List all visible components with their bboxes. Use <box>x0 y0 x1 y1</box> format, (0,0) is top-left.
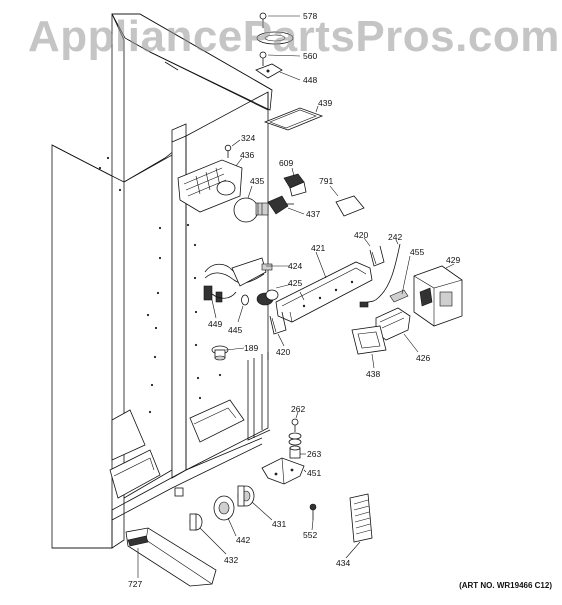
callout-189: 189 <box>244 343 258 353</box>
part-263-bushing[interactable] <box>289 445 301 459</box>
part-429-cover-box[interactable] <box>413 265 463 327</box>
callout-242: 242 <box>388 232 402 242</box>
part-727-kickplate[interactable] <box>125 527 217 587</box>
part-578-screw[interactable] <box>259 12 267 28</box>
part-438-display[interactable] <box>351 325 387 355</box>
part-609-switch[interactable] <box>283 173 307 197</box>
part-426-control-board[interactable] <box>375 307 411 341</box>
callout-552: 552 <box>303 530 317 540</box>
part-436-light-housing[interactable] <box>177 159 243 213</box>
refrigerator-cabinet <box>51 13 273 549</box>
callout-426: 426 <box>416 353 430 363</box>
callout-432: 432 <box>224 555 238 565</box>
part-420-bracket-lower[interactable] <box>269 311 287 335</box>
part-424-wire-harness[interactable] <box>203 257 273 303</box>
part-451-bottom-hinge[interactable] <box>261 457 305 485</box>
callout-437: 437 <box>306 209 320 219</box>
callout-435: 435 <box>250 176 264 186</box>
part-324-screw[interactable] <box>224 144 232 158</box>
callout-420-upper: 420 <box>354 230 368 240</box>
part-560-screw[interactable] <box>259 51 267 66</box>
callout-424: 424 <box>288 261 302 271</box>
part-439-light-cover[interactable] <box>263 107 324 131</box>
callout-560: 560 <box>303 51 317 61</box>
part-455-connector[interactable] <box>389 289 409 303</box>
callout-439: 439 <box>318 98 332 108</box>
part-552-screw[interactable] <box>309 503 317 520</box>
callout-324: 324 <box>241 133 255 143</box>
callout-442: 442 <box>236 535 250 545</box>
part-hinge-cover[interactable] <box>256 31 294 45</box>
callout-263: 263 <box>307 449 321 459</box>
callout-438: 438 <box>366 369 380 379</box>
part-435-light-bulb[interactable] <box>233 197 269 223</box>
callout-425: 425 <box>288 278 302 288</box>
part-448-hinge[interactable] <box>255 63 283 79</box>
part-425-control-knob[interactable] <box>256 289 279 306</box>
part-437-socket[interactable] <box>267 195 294 215</box>
callout-448: 448 <box>303 75 317 85</box>
part-432-small-roller[interactable] <box>189 513 203 531</box>
part-442-wheel[interactable] <box>213 495 235 521</box>
part-242-wire[interactable] <box>359 243 401 308</box>
part-262-screw[interactable] <box>288 418 302 446</box>
callout-609: 609 <box>279 158 293 168</box>
callout-578: 578 <box>303 11 317 21</box>
art-number: (ART NO. WR19466 C12) <box>459 581 552 590</box>
callout-455: 455 <box>410 247 424 257</box>
part-434-vent-grille[interactable] <box>349 493 373 543</box>
callout-429: 429 <box>446 255 460 265</box>
part-445-knob[interactable] <box>241 294 249 306</box>
part-420-bracket-upper[interactable] <box>369 245 385 267</box>
part-189-plug[interactable] <box>211 345 229 361</box>
callout-431: 431 <box>272 519 286 529</box>
callout-791: 791 <box>319 176 333 186</box>
callout-420-lower: 420 <box>276 347 290 357</box>
callout-421: 421 <box>311 243 325 253</box>
callout-262: 262 <box>291 404 305 414</box>
callout-449: 449 <box>208 319 222 329</box>
callout-436: 436 <box>240 150 254 160</box>
callout-445: 445 <box>228 325 242 335</box>
part-421-control-housing[interactable] <box>275 261 373 323</box>
callout-451: 451 <box>307 468 321 478</box>
callout-labels: 578 560 448 439 324 436 609 435 791 437 … <box>128 11 460 589</box>
part-791-panel[interactable] <box>335 195 365 217</box>
callout-727: 727 <box>128 579 142 589</box>
part-431-roller[interactable] <box>237 485 255 507</box>
leader-lines <box>137 15 455 578</box>
callout-434: 434 <box>336 558 350 568</box>
